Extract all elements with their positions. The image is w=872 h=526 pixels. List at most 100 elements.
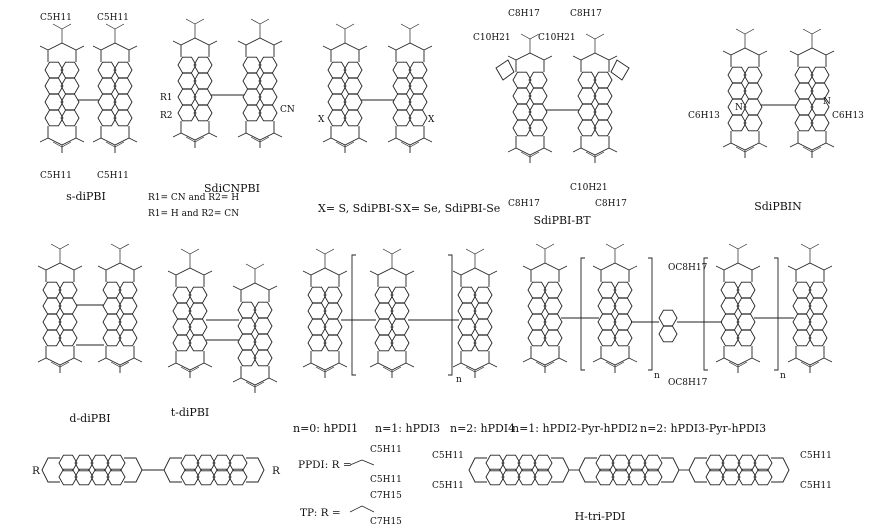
hpdi-pyr-alkyl-3t-l [728, 243, 739, 250]
hpdi-pyr-alkyl-2b-l [605, 361, 616, 368]
hpdi-pyr-alkyl-2t-l [605, 243, 616, 250]
pyr-oc8-top: OC8H17 [668, 263, 708, 273]
hpdi-alkyl-3t-l [465, 248, 476, 255]
hpdi-n1-caption: n=1: hPDI3 [375, 422, 440, 435]
hpdi-alkyl-1b-r [324, 366, 335, 373]
sdipbin-alkyl-bl-r [744, 146, 755, 153]
sdipbi-s-alkyl-bl-l [335, 141, 346, 148]
sdicnpbi-caption: SdiCNPBI [204, 182, 260, 195]
t-dipbi-alkyl-tr-l [245, 263, 256, 270]
hpdi-pyr-alkyl-4b-l [800, 361, 811, 368]
sdipbi-s-x-left: X [318, 115, 325, 125]
sdipbi-bt-pdi-left [508, 45, 552, 163]
s-dipbi-pdi-left [40, 35, 84, 153]
s-dipbi-c5-tr: C5H11 [97, 13, 129, 23]
sdicnpbi-pdi-right [238, 30, 282, 148]
sdicnpbi-alkyl-tl-r [194, 18, 205, 25]
hpdi-pyr-alkyl-2b-r [614, 361, 625, 368]
sdicnpbi-note1: R1= CN and R2= H [148, 193, 239, 203]
s-dipbi-c5-bl: C5H11 [40, 171, 72, 181]
sdipbi-bt-c8-bl: C8H17 [508, 199, 540, 209]
sdicnpbi-cn: CN [280, 105, 295, 115]
hpdi-pyr-pdi-4 [788, 255, 832, 373]
sdipbi-bt-alkyl-bl-l [520, 151, 531, 158]
sdipbin-n-right: N [823, 97, 831, 107]
ppdi-pdi-left [42, 455, 142, 485]
s-dipbi-caption: s-diPBI [66, 190, 106, 203]
s-dipbi-pdi-right [93, 35, 137, 153]
t-dipbi-alkyl-tl-r [189, 248, 200, 255]
ppdi-r-left: R [32, 465, 41, 477]
sdipbi-s-alkyl-bl-r [344, 141, 355, 148]
tp-label: TP: R = [300, 507, 341, 519]
tp-c7-bottom: C7H15 [370, 517, 402, 526]
sdipbi-s-pdi-right [388, 35, 432, 153]
sdipbi-s-caption: X= S, SdiPBI-S [318, 202, 402, 215]
hpdi-alkyl-2t-l [382, 248, 393, 255]
d-dipbi-alkyl-tr-r [119, 243, 130, 250]
tp-c7-top: C7H15 [370, 491, 402, 501]
hpdi-alkyl-3b-l [465, 366, 476, 373]
t-dipbi-alkyl-tl-l [180, 248, 191, 255]
hpdi-alkyl-2b-l [382, 366, 393, 373]
s-dipbi-alkyl-tl-l [52, 23, 63, 30]
hpdi-alkyl-1b-l [315, 366, 326, 373]
hpdi-pyr-alkyl-1t-r [544, 243, 555, 250]
htri-pdi-1 [469, 455, 569, 485]
hpdi-pyr-alkyl-2t-r [614, 243, 625, 250]
sdipbi-bt-c8-tl: C8H17 [508, 9, 540, 19]
sdipbin-c6-right: C6H13 [832, 111, 864, 121]
sdipbi-bt-c10-tl: C10H21 [473, 33, 511, 43]
htri-c5-br: C5H11 [800, 481, 832, 491]
sdipbi-s-alkyl-tl-l [335, 23, 346, 30]
hpdi-n0-caption: n=0: hPDI1 [293, 422, 358, 435]
ppdi-c5-top: C5H11 [370, 445, 402, 455]
ppdi-label: PPDI: R = [298, 459, 352, 471]
sdicnpbi-alkyl-tr-r [259, 18, 270, 25]
ppdi-pdi-right [164, 455, 264, 485]
sdipbi-bt-c8-tr: C8H17 [570, 9, 602, 19]
t-dipbi-alkyl-br-r [254, 381, 265, 388]
htri-pdi-3 [689, 455, 789, 485]
hpdi-pyr-n1-caption: n=1: hPDI2-Pyr-hPDI2 [512, 422, 638, 435]
sdicnpbi-alkyl-bl-r [194, 136, 205, 143]
t-dipbi-pdi-right [233, 275, 277, 393]
sdipbi-bt-alkyl-tl-r [529, 33, 540, 40]
hpdi-n2-caption: n=2: hPDI4 [450, 422, 515, 435]
sdipbi-bt-c10-b: C10H21 [570, 183, 608, 193]
sdipbi-s-alkyl-br-r [409, 141, 420, 148]
hpdi-pyr-n-right: n [780, 371, 786, 381]
sdipbi-bt-alkyl-tr-r [594, 33, 605, 40]
sdipbi-s-alkyl-tr-r [409, 23, 420, 30]
sdipbi-bt-alkyl-br-r [594, 151, 605, 158]
sdipbin-alkyl-bl-l [735, 146, 746, 153]
sdipbi-bt-alkyl-tl-l [520, 33, 531, 40]
hpdi-alkyl-2t-r [391, 248, 402, 255]
sdipbi-bt-c8-br: C8H17 [595, 199, 627, 209]
hpdi-alkyl-2b-r [391, 366, 402, 373]
hpdi-pyr-alkyl-1t-l [535, 243, 546, 250]
sdicnpbi-alkyl-br-r [259, 136, 270, 143]
sdipbi-s-x-right: X [428, 115, 435, 125]
sdipbin-c6-left: C6H13 [688, 111, 720, 121]
hpdi-pyr-n2-caption: n=2: hPDI3-Pyr-hPDI3 [640, 422, 766, 435]
s-dipbi-alkyl-br-r [114, 141, 125, 148]
sdicnpbi-alkyl-tl-l [185, 18, 196, 25]
ppdi-branch-b [361, 459, 375, 466]
sdipbin-caption: SdiPBIN [754, 200, 802, 213]
sdipbi-s-alkyl-br-l [400, 141, 411, 148]
hpdi-alkyl-1t-r [324, 248, 335, 255]
hpdi-pyr-alkyl-3t-r [737, 243, 748, 250]
sdipbi-s-alkyl-tl-r [344, 23, 355, 30]
htri-pdi-2 [579, 455, 679, 485]
d-dipbi-pdi-right [98, 255, 142, 373]
sdipbi-s-alkyl-tr-l [400, 23, 411, 30]
sdipbi-bt-caption: SdiPBI-BT [533, 214, 591, 227]
hpdi-pyr-bracket-l1 [580, 257, 585, 371]
hpdi-pyr-pdi-1 [523, 255, 567, 373]
s-dipbi-alkyl-bl-r [61, 141, 72, 148]
d-dipbi-alkyl-bl-l [50, 361, 61, 368]
hpdi-n: n [456, 375, 462, 385]
ppdi-branch-a [349, 459, 363, 466]
hpdi-alkyl-3t-r [474, 248, 485, 255]
